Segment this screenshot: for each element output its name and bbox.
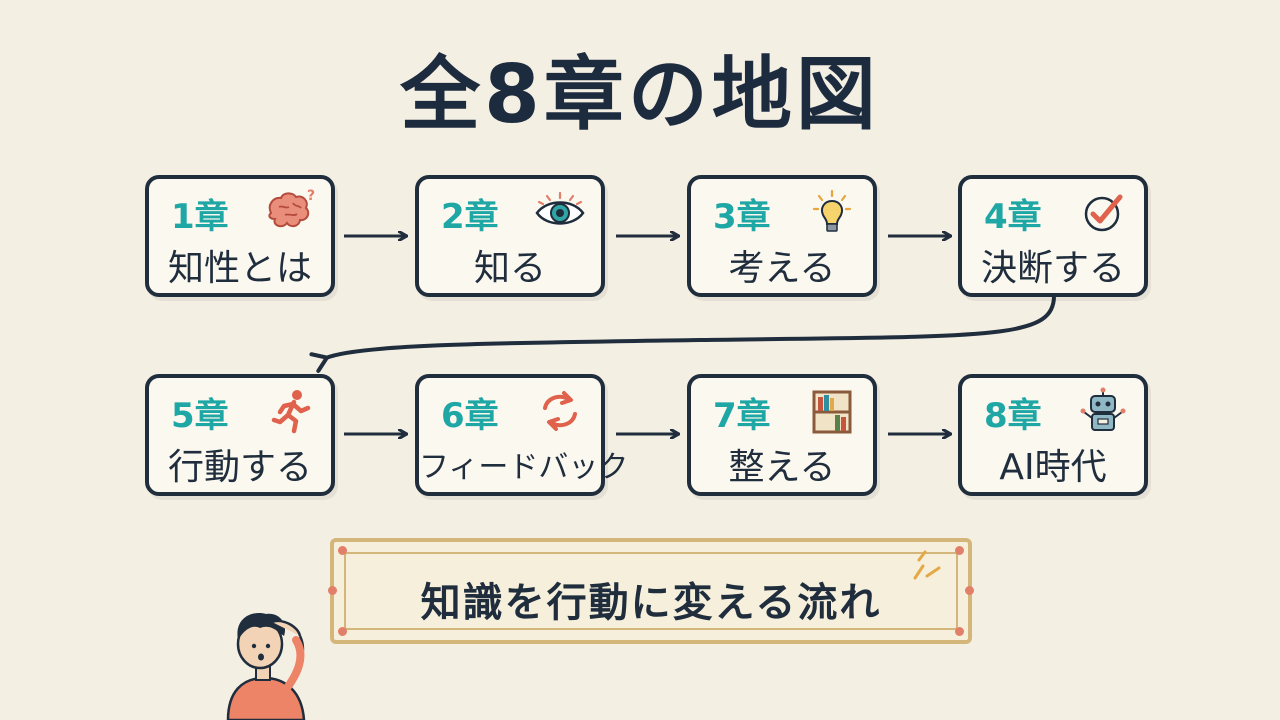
corner-dot [955,627,964,636]
robot-icon [1080,387,1126,431]
chapter-card-7[interactable]: 7章 整える [687,374,877,496]
arrow-row-wrap [309,294,1056,373]
banner-inner-frame [344,552,958,630]
chapter-card-1[interactable]: 1章 ? 知性とは [145,175,335,297]
chapter-number: 4章 [984,197,1042,237]
running-person-icon [271,390,311,434]
chapter-title: 知性とは [167,248,312,289]
chapter-card-5[interactable]: 5章 行動する [145,374,335,496]
corner-dot [955,546,964,555]
chapter-card-8[interactable]: 8章 AI時代 [958,374,1148,496]
brain-question-icon: ? [268,188,315,228]
summary-banner: 知識を行動に変える流れ [328,538,974,644]
corner-dot [338,627,347,636]
chapter-card-4[interactable]: 4章 決断する [958,175,1148,297]
side-dot [965,586,974,595]
banner-text: 知識を行動に変える流れ [420,580,882,626]
sparkle-icon [913,550,941,580]
side-dot [328,586,337,595]
chapter-title: 決断する [980,248,1125,289]
chapter-number: 3章 [713,197,771,237]
chapter-number: 7章 [713,396,771,436]
bookshelf-icon [812,390,852,434]
page-title: 全8章の地図 [400,48,880,141]
chapter-number: 2章 [441,197,499,237]
chapter-number: 6章 [441,396,499,436]
svg-text:?: ? [307,188,315,204]
chapter-card-6[interactable]: 6章 フィードバック [415,374,629,496]
lightbulb-icon [812,189,852,232]
chapter-title: 考える [728,248,836,289]
chapter-number: 8章 [984,396,1042,436]
chapter-number: 5章 [171,396,229,436]
chapter-title: フィードバック [419,450,629,485]
chapter-card-2[interactable]: 2章 知る [415,175,605,297]
checkmark-icon [1084,194,1123,232]
chapter-title: 整える [728,447,836,488]
corner-dot [338,546,347,555]
eye-icon [535,191,585,225]
chapter-card-3[interactable]: 3章 考える [687,175,877,297]
thinking-person-illustration [226,613,306,720]
chapter-title: 行動する [167,447,312,488]
chapter-title: 知る [473,248,546,289]
chapter-title: AI時代 [999,447,1107,488]
refresh-cycle-icon [543,391,577,431]
chapter-number: 1章 [171,197,229,237]
